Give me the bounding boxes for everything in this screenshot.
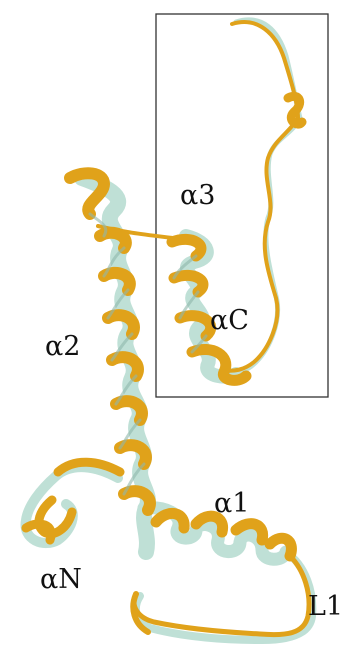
label-alpha1: α1 <box>214 490 249 517</box>
label-alphaC: αC <box>210 307 249 334</box>
structure-a-ribbon <box>26 22 309 635</box>
label-alpha3: α3 <box>180 182 215 209</box>
label-alpha2: α2 <box>45 333 80 360</box>
label-loop1: L1 <box>308 593 343 620</box>
label-alphaN: αN <box>40 566 82 593</box>
